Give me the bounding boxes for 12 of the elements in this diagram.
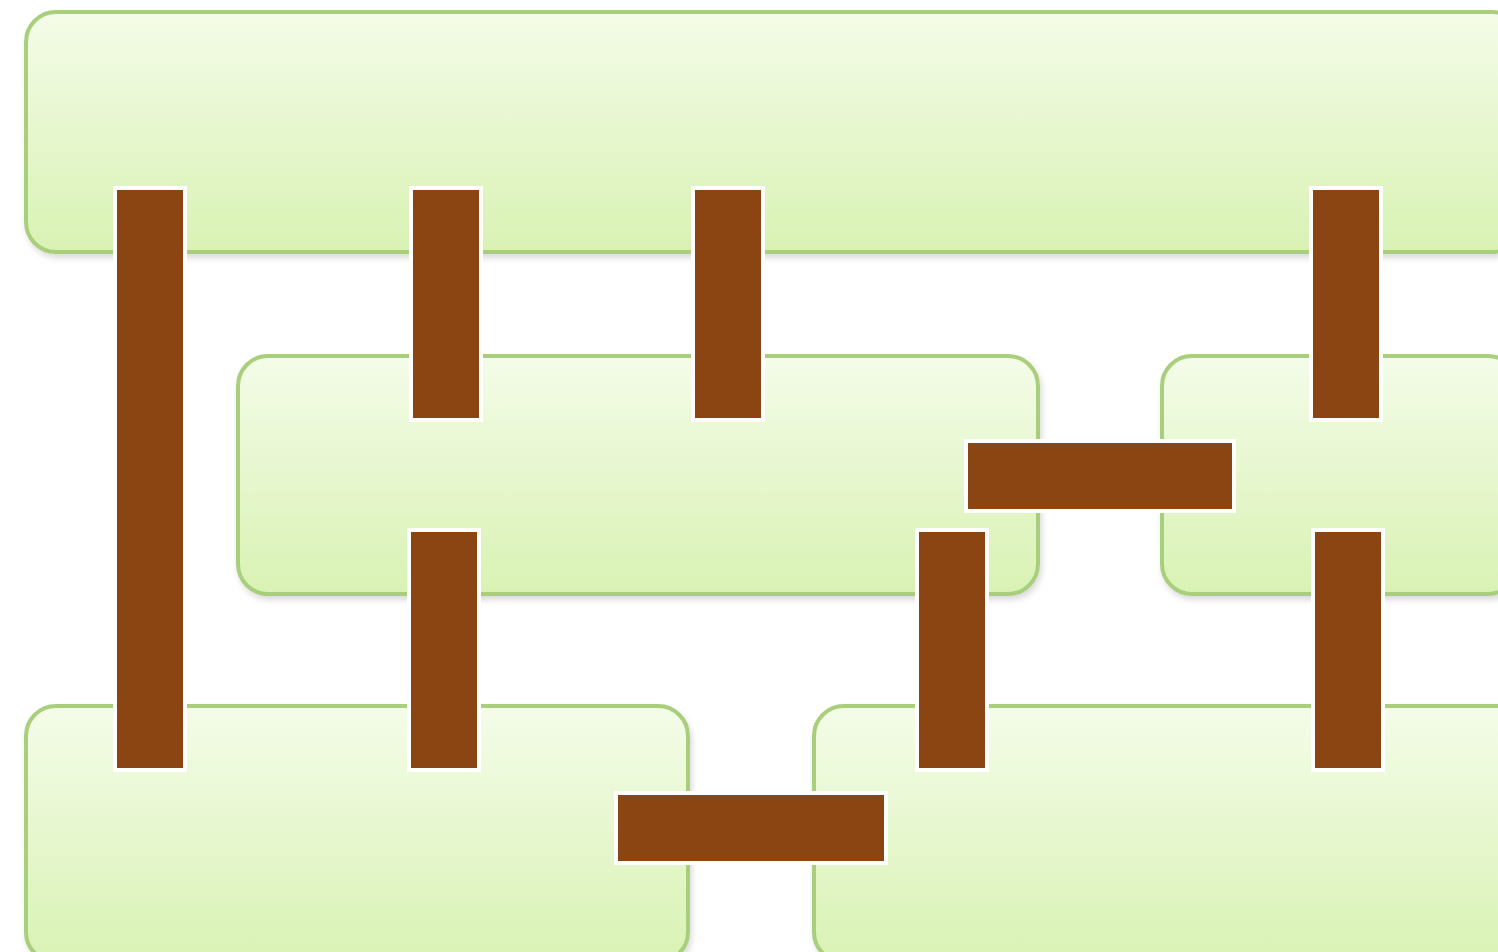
connector-bar [1311,528,1385,772]
connector-bar [915,528,989,772]
connector-bar [614,791,888,865]
connector-bar [409,186,483,422]
connector-bar [407,528,481,772]
rounded-box [812,704,1498,952]
rounded-box [24,10,1498,254]
connector-bar [964,439,1236,513]
connector-bar [691,186,765,422]
rounded-box [24,704,690,952]
connector-bar [1309,186,1383,422]
connector-bar [113,186,187,772]
